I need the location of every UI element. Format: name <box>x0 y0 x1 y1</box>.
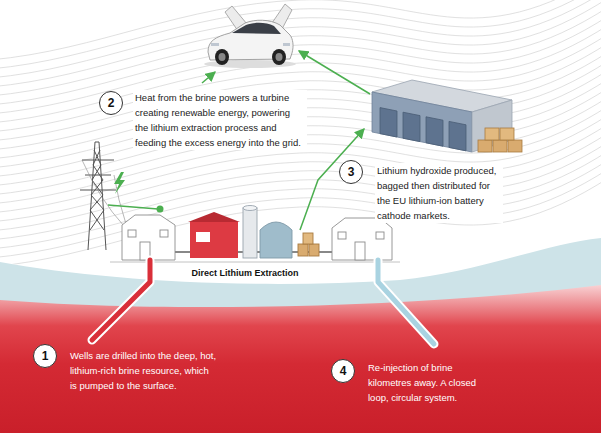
car-illustration <box>232 23 281 34</box>
grid-link <box>157 206 164 213</box>
callout-circle: 1 <box>33 344 57 368</box>
contour-lines <box>0 0 601 267</box>
contour-lines <box>0 69 601 159</box>
flow-arrows <box>299 51 370 94</box>
warehouse-illustration <box>403 112 420 141</box>
brine-layer <box>0 285 601 433</box>
extraction-plant <box>243 206 257 211</box>
car-illustration <box>204 4 296 68</box>
extraction-plant <box>355 242 365 260</box>
callout-text: Re-injection of brine kilometres away. A… <box>368 360 488 405</box>
contour-lines <box>0 78 601 168</box>
extraction-plant <box>332 218 392 260</box>
car-illustration <box>211 43 219 46</box>
car-illustration <box>276 53 283 61</box>
car-illustration <box>283 43 290 46</box>
extraction-plant <box>128 230 136 237</box>
warehouse-illustration <box>485 128 499 140</box>
power-pylon <box>90 150 104 230</box>
grid-link <box>108 205 158 209</box>
extraction-plant <box>110 206 400 263</box>
callout-number: 3 <box>348 166 355 178</box>
warehouse-illustration <box>472 100 512 152</box>
callout-circle: 4 <box>331 359 355 383</box>
callout-text: Heat from the brine powers a turbine cre… <box>133 90 307 150</box>
extraction-plant <box>190 222 238 258</box>
warehouse-illustration <box>508 140 522 152</box>
production-well <box>92 260 150 340</box>
contour-lines <box>0 0 601 87</box>
plant-label: Direct Lithium Extraction <box>189 266 300 281</box>
warehouse-illustration <box>372 80 522 152</box>
extraction-plant <box>298 244 308 256</box>
extraction-plant <box>260 222 292 258</box>
extraction-plant <box>243 208 257 258</box>
warehouse-illustration <box>449 121 466 150</box>
warehouse-illustration <box>500 128 514 140</box>
car-illustration <box>208 20 293 60</box>
car-illustration <box>215 49 229 65</box>
grid-link <box>108 172 164 213</box>
injection-well <box>378 260 434 344</box>
car-illustration <box>219 53 226 61</box>
warehouse-illustration <box>426 117 443 146</box>
callout-text: Lithium hydroxide produced, bagged then … <box>375 163 503 223</box>
warehouse-illustration <box>380 108 397 137</box>
power-pylon <box>90 150 104 230</box>
power-pylon <box>80 142 126 250</box>
warehouse-illustration <box>372 92 472 152</box>
car-illustration <box>272 49 286 65</box>
extraction-plant <box>303 233 313 244</box>
flow-arrows <box>202 72 215 83</box>
callout-text: Wells are drilled into the deep, hot, li… <box>70 348 218 393</box>
extraction-plant <box>122 215 175 260</box>
extraction-plant <box>376 232 384 239</box>
extraction-plant <box>338 232 346 239</box>
contour-lines <box>0 87 601 177</box>
extraction-plant <box>160 230 168 237</box>
production-well <box>92 260 150 340</box>
grid-link <box>114 172 125 194</box>
callout-circle: 2 <box>99 91 123 115</box>
extraction-plant <box>188 212 240 222</box>
extraction-plant <box>196 232 210 242</box>
callout-number: 1 <box>42 350 49 362</box>
power-pylon <box>88 142 106 250</box>
contour-lines <box>0 6 601 96</box>
production-well <box>92 260 150 340</box>
injection-well <box>378 260 434 344</box>
flow-arrows <box>300 129 364 230</box>
extraction-plant <box>309 244 319 256</box>
contour-lines <box>0 0 601 78</box>
callout-number: 4 <box>340 365 347 377</box>
injection-well <box>378 260 434 344</box>
power-pylon <box>82 160 126 226</box>
warehouse-illustration <box>478 140 492 152</box>
contour-lines <box>0 159 601 249</box>
callout-circle: 3 <box>339 160 363 184</box>
warehouse-illustration <box>493 140 507 152</box>
callout-number: 2 <box>108 97 115 109</box>
